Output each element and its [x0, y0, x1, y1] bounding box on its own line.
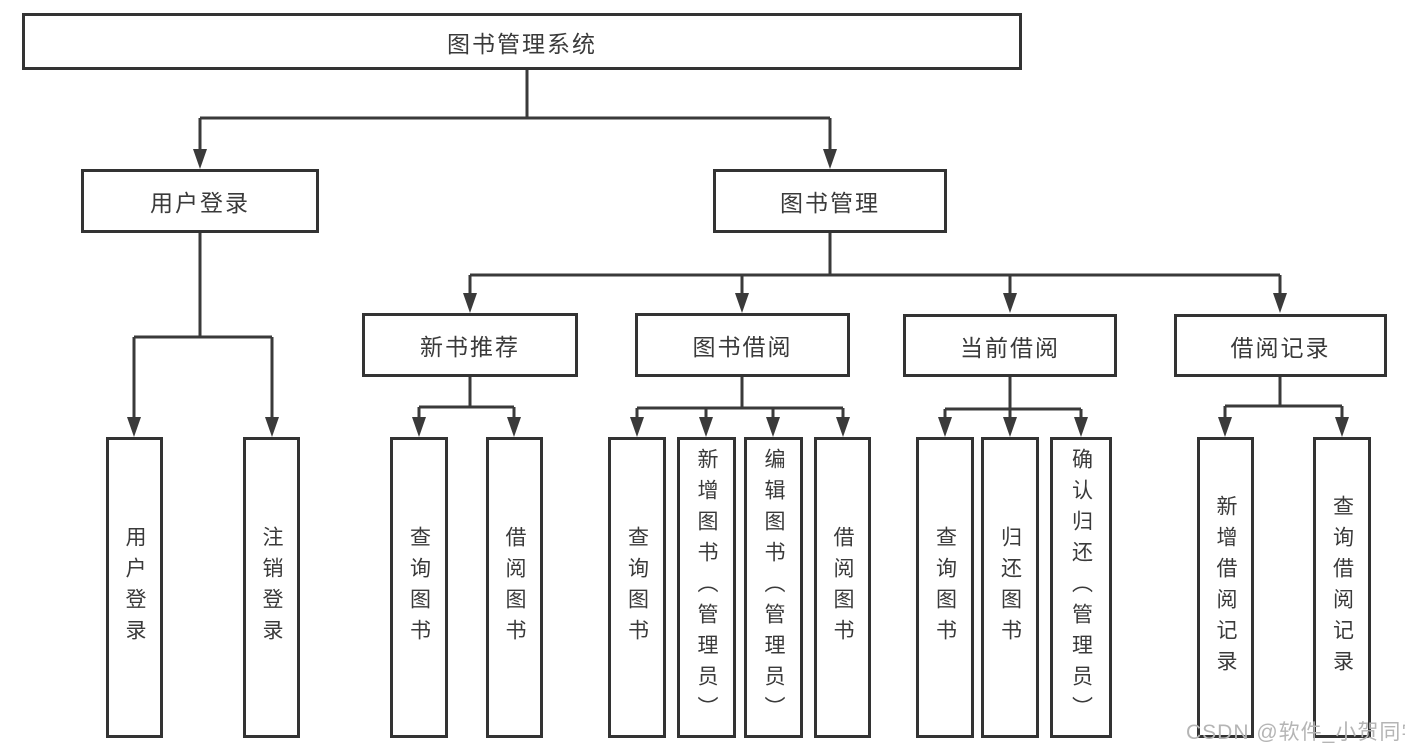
arrow-down-icon [412, 417, 426, 437]
arrow-down-icon [699, 417, 713, 437]
leaf-user-login: 用户登录 [106, 437, 163, 738]
node-book-management: 图书管理 [713, 169, 947, 233]
node-user-login-label: 用户登录 [150, 190, 250, 216]
connector-new-book-branch [417, 376, 516, 420]
node-library-management-system: 图书管理系统 [22, 13, 1022, 70]
leaf-borrow-query-books-label: 查询图书 [625, 525, 649, 650]
arrow-down-icon [836, 417, 850, 437]
leaf-borrow-add-books-admin-label: 新增图书（管理员） [695, 448, 718, 727]
leaf-current-query-books-label: 查询图书 [933, 525, 957, 650]
leaf-records-query-record: 查询借阅记录 [1313, 437, 1371, 738]
csdn-watermark: CSDN @软件_小贺同学 [1186, 721, 1405, 744]
arrow-down-icon [507, 417, 521, 437]
leaf-records-add-record-label: 新增借阅记录 [1214, 494, 1237, 681]
connector-level2-rail [198, 116, 832, 152]
node-borrow-records-label: 借阅记录 [1230, 334, 1331, 361]
arrow-down-icon [265, 417, 279, 437]
leaf-records-query-record-label: 查询借阅记录 [1330, 494, 1354, 681]
arrow-down-icon [766, 417, 780, 437]
leaf-user-login-label: 用户登录 [123, 525, 146, 650]
connector-user-login-branch [132, 232, 274, 420]
arrow-down-icon [735, 293, 749, 313]
leaf-logout-label: 注销登录 [260, 525, 283, 650]
leaf-borrow-borrow-books-label: 借阅图书 [831, 525, 854, 650]
leaf-newbook-borrow-books: 借阅图书 [486, 437, 543, 738]
leaf-current-return-books-label: 归还图书 [998, 525, 1022, 650]
leaf-current-query-books: 查询图书 [916, 437, 974, 738]
node-borrow-records: 借阅记录 [1174, 314, 1387, 377]
arrow-down-icon [1074, 417, 1088, 437]
node-current-borrow: 当前借阅 [903, 314, 1117, 377]
leaf-current-confirm-return-admin-label: 确认归还（管理员） [1069, 448, 1093, 727]
leaf-newbook-borrow-books-label: 借阅图书 [503, 525, 526, 650]
node-new-book-recommend-label: 新书推荐 [420, 334, 520, 360]
arrow-down-icon [630, 417, 644, 437]
connector-book-borrow-branch [635, 376, 845, 420]
node-library-management-system-label: 图书管理系统 [447, 30, 597, 57]
arrow-down-icon [938, 417, 952, 437]
leaf-newbook-query-books: 查询图书 [390, 437, 448, 738]
arrow-down-icon [823, 149, 837, 169]
leaf-borrow-add-books-admin: 新增图书（管理员） [677, 437, 736, 738]
node-user-login: 用户登录 [81, 169, 319, 233]
leaf-current-return-books: 归还图书 [981, 437, 1039, 738]
node-new-book-recommend: 新书推荐 [362, 313, 578, 377]
node-book-borrow: 图书借阅 [635, 313, 850, 377]
node-current-borrow-label: 当前借阅 [960, 334, 1060, 361]
arrow-down-icon [463, 293, 477, 313]
leaf-current-confirm-return-admin: 确认归还（管理员） [1050, 437, 1112, 738]
leaf-borrow-edit-books-admin-label: 编辑图书（管理员） [762, 448, 785, 727]
arrow-down-icon [1003, 417, 1017, 437]
leaf-borrow-edit-books-admin: 编辑图书（管理员） [744, 437, 803, 738]
arrow-down-icon [1273, 293, 1287, 313]
arrowheads [127, 149, 1349, 437]
arrow-down-icon [127, 417, 141, 437]
leaf-borrow-borrow-books: 借阅图书 [814, 437, 871, 738]
arrow-down-icon [1218, 417, 1232, 437]
leaf-borrow-query-books: 查询图书 [608, 437, 666, 738]
leaf-records-add-record: 新增借阅记录 [1197, 437, 1254, 738]
leaf-logout: 注销登录 [243, 437, 300, 738]
arrow-down-icon [193, 149, 207, 169]
node-book-management-label: 图书管理 [780, 190, 880, 216]
connector-borrow-records-branch [1223, 376, 1344, 420]
leaf-newbook-query-books-label: 查询图书 [407, 525, 431, 650]
arrow-down-icon [1003, 293, 1017, 313]
connector-level3-rail [468, 273, 1282, 296]
node-book-borrow-label: 图书借阅 [692, 334, 793, 360]
connector-current-borrow-branch [943, 376, 1083, 420]
arrow-down-icon [1335, 417, 1349, 437]
